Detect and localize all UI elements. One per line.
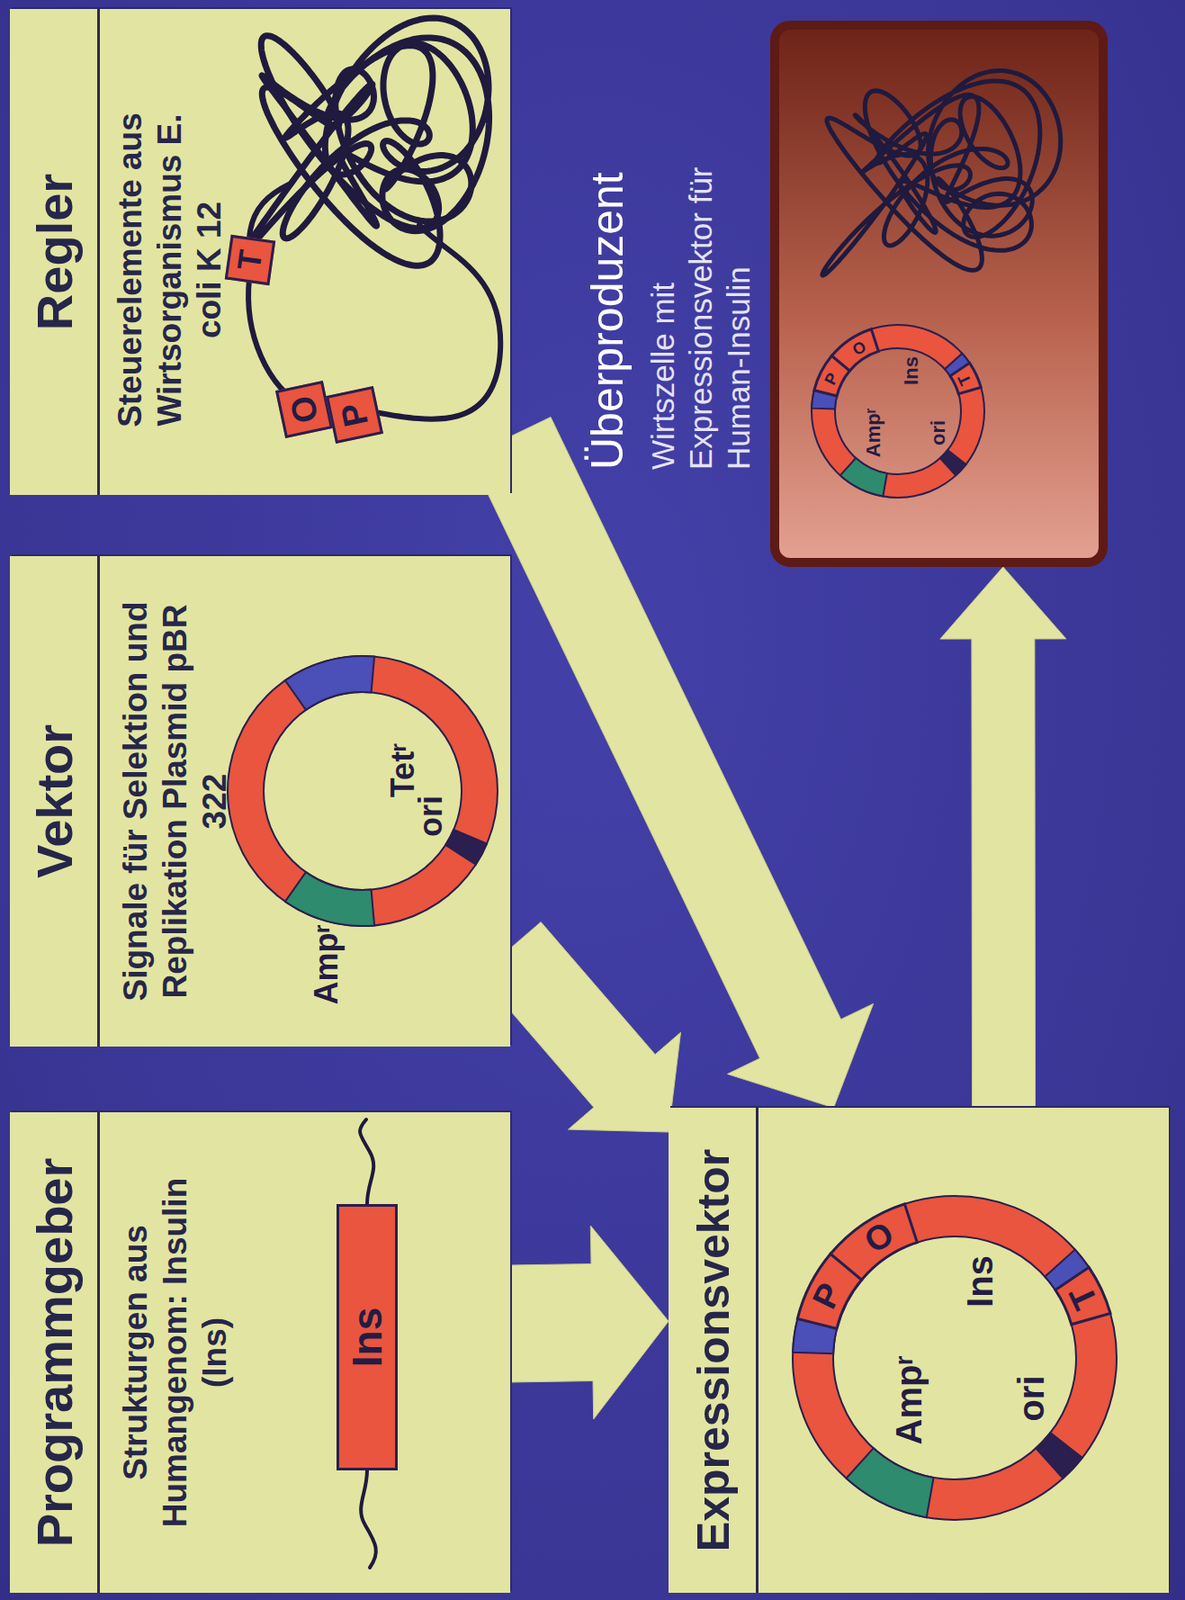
plasmid-segment bbox=[1035, 1432, 1083, 1479]
plasmid-ring bbox=[792, 1195, 1117, 1520]
chromosome-tangle bbox=[234, 17, 490, 266]
plasmid-label: ori bbox=[1013, 1374, 1050, 1421]
dna-strand bbox=[359, 1119, 374, 1204]
cell-caption: Wirtszelle mit Expressionsvektor für Hum… bbox=[644, 159, 758, 470]
plasmid-segment bbox=[840, 457, 888, 497]
plasmid-segment bbox=[950, 362, 981, 394]
element-letter: T bbox=[227, 237, 273, 283]
box-body: Signale für Selektion und Replikation Pl… bbox=[116, 583, 235, 1020]
gene-label: Ins bbox=[339, 1206, 395, 1468]
plasmid-ring bbox=[227, 655, 498, 926]
illustration bbox=[779, 29, 1099, 558]
box-body: Strukturgen aus Humangenom: Insulin (Ins… bbox=[116, 1166, 235, 1539]
plasmid-segment bbox=[1055, 1266, 1111, 1324]
regulator-box: ReglerSteuerelemente aus Wirtsorganismus… bbox=[9, 8, 511, 495]
element-letter: O bbox=[278, 384, 331, 436]
plasmid-label: Ampʳ bbox=[863, 408, 884, 458]
plasmid-label: Ampʳ bbox=[310, 924, 343, 1005]
box-heading: Vektor bbox=[9, 556, 100, 1047]
plasmid-segment bbox=[445, 829, 487, 865]
plasmid-label: ori bbox=[414, 795, 448, 837]
plasmid-segment bbox=[831, 329, 879, 371]
vector-box: VektorSignale für Selektion und Replikat… bbox=[9, 556, 511, 1047]
plasmid-segment bbox=[285, 655, 375, 710]
cell-heading: Überproduzent bbox=[581, 171, 634, 470]
plasmid-label: Ins bbox=[901, 356, 922, 386]
plasmid-label: Ampʳ bbox=[890, 1355, 927, 1446]
operator-box: O bbox=[275, 380, 333, 439]
plasmid-label: Tetʳ bbox=[386, 743, 420, 798]
illustration bbox=[9, 1112, 511, 1593]
dna-strand bbox=[360, 1470, 377, 1568]
plasmid-segment bbox=[285, 871, 375, 926]
plasmid-label: Ins bbox=[961, 1255, 998, 1308]
host-cell: ÜberproduzentWirtszelle mit Expressionsv… bbox=[770, 20, 1108, 567]
chromosome-tangle bbox=[822, 71, 1061, 277]
plasmid-ring bbox=[811, 324, 985, 498]
plasmid-segment bbox=[940, 449, 967, 476]
box-body: Steuerelemente aus Wirtsorganismus E. co… bbox=[110, 80, 230, 459]
gene-box: Ins bbox=[336, 1203, 398, 1471]
box-heading: Expressionsvektor bbox=[668, 1107, 759, 1593]
fat-arrow bbox=[940, 566, 1067, 1108]
expression-vector-box: ExpressionsvektorPOTAmpʳInsori bbox=[668, 1107, 1169, 1593]
element-letter: P bbox=[329, 389, 381, 441]
box-heading: Regler bbox=[9, 8, 100, 495]
terminator-box: T bbox=[224, 234, 276, 286]
plasmid-label: ori bbox=[928, 420, 949, 446]
chromosome-tangle bbox=[261, 43, 473, 239]
program-box: ProgrammgeberStrukturgen aus Humangenom:… bbox=[9, 1112, 511, 1593]
plasmid-segment bbox=[830, 1203, 917, 1280]
box-heading: Programmgeber bbox=[9, 1112, 100, 1593]
fat-arrow bbox=[509, 1225, 669, 1419]
plasmid-segment bbox=[846, 1447, 934, 1518]
chromosome-tangle bbox=[854, 94, 1033, 246]
promoter-box: P bbox=[325, 386, 384, 444]
illustration bbox=[668, 1107, 1169, 1593]
